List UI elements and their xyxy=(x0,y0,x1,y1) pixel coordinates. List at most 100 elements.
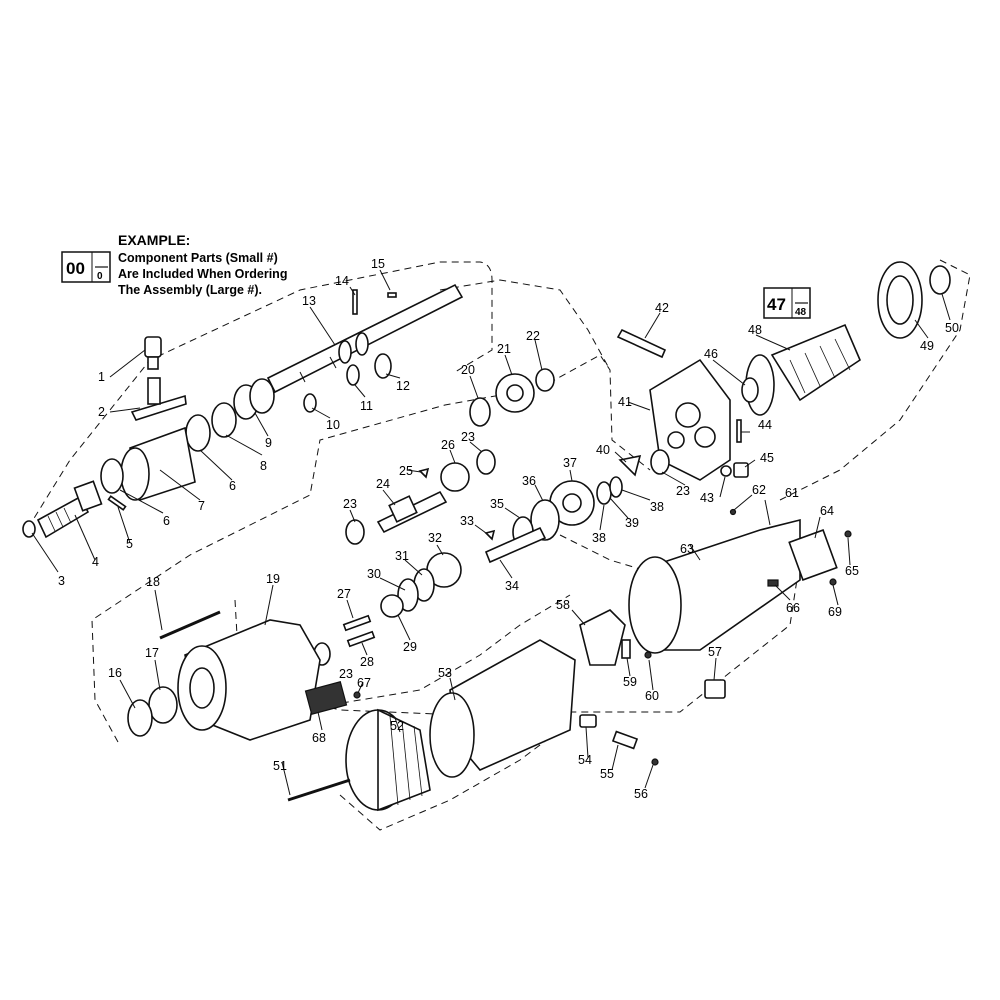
screw-60 xyxy=(644,651,652,659)
key-25 xyxy=(418,467,430,479)
callout-9: 9 xyxy=(265,436,272,450)
callout-23-b: 23 xyxy=(461,430,475,444)
sleeve-9 xyxy=(233,378,275,420)
callout-38-a: 38 xyxy=(592,531,606,545)
bearing-22 xyxy=(535,368,555,392)
bearing-23b xyxy=(476,449,496,475)
screw-69 xyxy=(829,578,837,586)
bearing-20 xyxy=(469,397,491,427)
pinion-shaft-24 xyxy=(376,490,448,534)
callout-66: 66 xyxy=(786,601,800,615)
output-shaft-34 xyxy=(484,526,547,564)
baffle-49 xyxy=(877,261,923,339)
field-stator-52 xyxy=(345,708,431,812)
callout-31: 31 xyxy=(395,549,409,563)
callout-7: 7 xyxy=(198,499,205,513)
callout-4: 4 xyxy=(92,555,99,569)
spring-43 xyxy=(720,465,732,477)
callout-54: 54 xyxy=(578,753,592,767)
callout-63: 63 xyxy=(680,542,694,556)
callout-23-a: 23 xyxy=(343,497,357,511)
bearing-17 xyxy=(148,686,178,724)
callout-6-lower: 6 xyxy=(163,514,170,528)
pin-28 xyxy=(346,630,376,648)
callout-35: 35 xyxy=(490,497,504,511)
screw-65 xyxy=(844,530,852,538)
callout-23-d: 23 xyxy=(676,484,690,498)
callout-14: 14 xyxy=(335,274,349,288)
clip-45 xyxy=(733,462,749,478)
callout-3: 3 xyxy=(58,574,65,588)
callout-52: 52 xyxy=(390,719,404,733)
legend-title: EXAMPLE: xyxy=(118,232,190,248)
callout-62: 62 xyxy=(752,483,766,497)
callout-10: 10 xyxy=(326,418,340,432)
ring-10 xyxy=(303,393,317,413)
switch-58 xyxy=(579,609,626,666)
callout-17: 17 xyxy=(145,646,159,660)
callout-48: 48 xyxy=(748,323,762,337)
pin-5 xyxy=(107,495,127,511)
legend-line-1: Component Parts (Small #) xyxy=(118,251,278,265)
callout-65: 65 xyxy=(845,564,859,578)
callout-36: 36 xyxy=(522,474,536,488)
pinion-29 xyxy=(380,594,404,618)
callout-69: 69 xyxy=(828,605,842,619)
callout-15: 15 xyxy=(371,257,385,271)
bearing-23d xyxy=(650,449,670,475)
callout-13: 13 xyxy=(302,294,316,308)
callout-58: 58 xyxy=(556,598,570,612)
legend-box-small-number: 0 xyxy=(97,271,103,282)
callout-18: 18 xyxy=(146,575,160,589)
callout-41: 41 xyxy=(618,395,632,409)
screw-56 xyxy=(651,758,659,766)
lever-2 xyxy=(130,377,187,421)
callout-12: 12 xyxy=(396,379,410,393)
callout-23-c: 23 xyxy=(339,667,353,681)
knob-1 xyxy=(144,336,162,370)
screw-51 xyxy=(287,778,351,802)
callout-5: 5 xyxy=(126,537,133,551)
callout-55: 55 xyxy=(600,767,614,781)
housing-sleeve-7 xyxy=(120,426,196,502)
terminal-block-57 xyxy=(704,679,726,699)
assembly-box-large-number: 47 xyxy=(767,295,786,314)
callout-11: 11 xyxy=(360,399,373,413)
callout-56: 56 xyxy=(634,787,648,801)
pin-44 xyxy=(736,419,742,443)
fan-46 xyxy=(741,377,759,403)
callout-51: 51 xyxy=(273,759,287,773)
brush-holder-55 xyxy=(611,730,639,750)
pin-27 xyxy=(342,614,372,632)
threaded-adapter-4 xyxy=(36,480,103,539)
callout-2: 2 xyxy=(98,405,105,419)
callout-20: 20 xyxy=(461,363,475,377)
ring-12 xyxy=(374,353,392,379)
callout-28: 28 xyxy=(360,655,374,669)
callout-34: 34 xyxy=(505,579,519,593)
callout-38-b: 38 xyxy=(650,500,664,514)
ring-11 xyxy=(346,364,360,386)
bearing-50 xyxy=(929,265,951,295)
callout-25: 25 xyxy=(399,464,413,478)
ring-16 xyxy=(127,699,153,737)
leader-lines xyxy=(31,269,951,796)
callout-39: 39 xyxy=(625,516,639,530)
callout-40: 40 xyxy=(596,443,610,457)
terminal-66 xyxy=(767,579,779,587)
callout-24: 24 xyxy=(376,477,390,491)
callout-37: 37 xyxy=(563,456,577,470)
gear-housing-41 xyxy=(649,358,731,481)
clip-59 xyxy=(621,639,631,659)
ring-6a xyxy=(185,414,211,452)
washer-39 xyxy=(596,481,612,505)
callout-60: 60 xyxy=(645,689,659,703)
gear-21 xyxy=(495,373,535,413)
callout-64: 64 xyxy=(820,504,834,518)
callout-57: 57 xyxy=(708,645,722,659)
callout-53: 53 xyxy=(438,666,452,680)
screw-62 xyxy=(729,508,737,516)
spindle-shaft-13 xyxy=(266,283,464,394)
callout-30: 30 xyxy=(367,567,381,581)
brush-54 xyxy=(579,714,597,728)
